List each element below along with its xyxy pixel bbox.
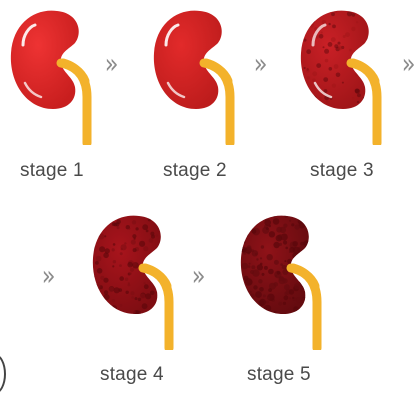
kidney-stage-3-icon: [295, 5, 405, 145]
stage-1: [5, 5, 115, 145]
kidney-body: [11, 11, 79, 109]
kidney-stage-2-icon: [148, 5, 258, 145]
stage-4: [87, 210, 197, 350]
double-chevron-right-icon: »: [192, 262, 206, 290]
stage-4-label: stage 4: [100, 364, 164, 386]
partial-circle-icon: [0, 354, 6, 394]
stage-5: [235, 210, 345, 350]
stage-3: [295, 5, 405, 145]
kidney-stage-5-icon: [235, 210, 345, 350]
kidney-stage-1-icon: [5, 5, 115, 145]
stage-5-label: stage 5: [247, 364, 311, 386]
double-chevron-right-icon: »: [402, 50, 416, 78]
double-chevron-right-icon: »: [42, 262, 56, 290]
stage-3-label: stage 3: [310, 160, 374, 182]
kidney-body: [154, 11, 222, 109]
stage-1-label: stage 1: [20, 160, 84, 182]
double-chevron-right-icon: »: [254, 50, 268, 78]
kidney-stage-4-icon: [87, 210, 197, 350]
stage-2-label: stage 2: [163, 160, 227, 182]
kidney-body: [93, 216, 161, 314]
double-chevron-right-icon: »: [105, 50, 119, 78]
stage-2: [148, 5, 258, 145]
